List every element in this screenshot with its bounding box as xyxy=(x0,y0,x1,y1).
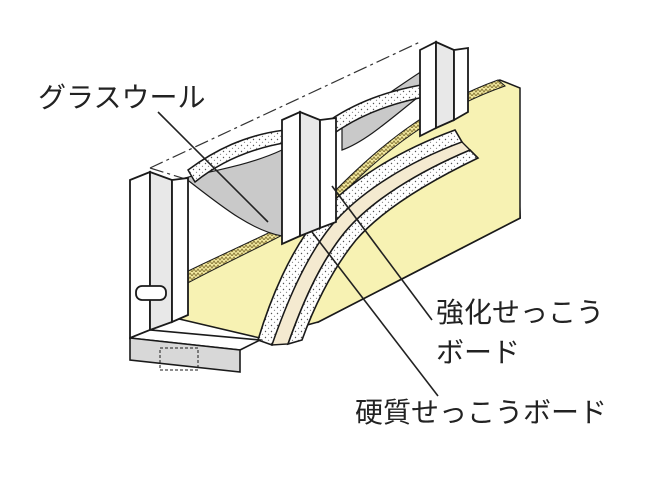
reinforced-board-label-line1: 強化せっこう xyxy=(436,296,605,329)
reinforced-board-label-line2: ボード xyxy=(436,336,521,369)
steel-studs xyxy=(129,40,469,340)
hard-board-label: 硬質せっこうボード xyxy=(355,396,608,429)
leader-hard-board xyxy=(311,231,439,397)
floor-runner xyxy=(129,329,263,373)
glass-wool-label: グラスウール xyxy=(38,81,206,114)
leader-glass-wool xyxy=(157,111,269,223)
leader-reinforced-board xyxy=(331,185,433,321)
reinforced-gypsum-board xyxy=(187,81,480,347)
leader-lines xyxy=(157,111,439,397)
